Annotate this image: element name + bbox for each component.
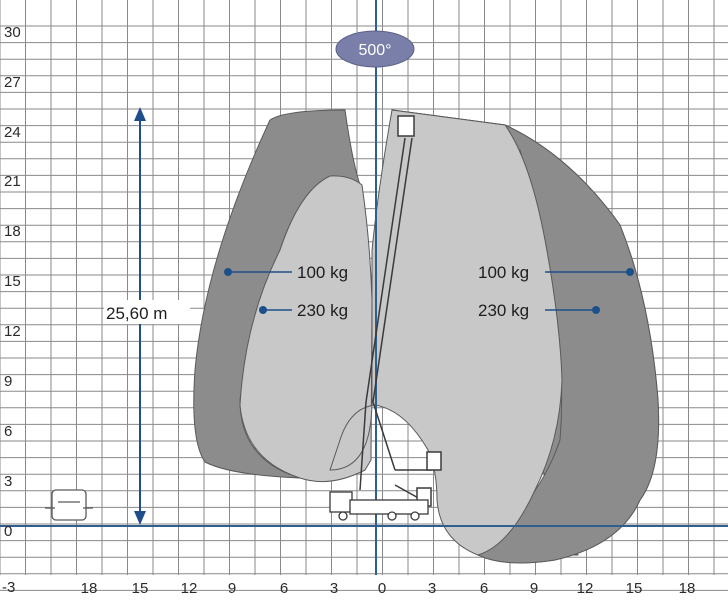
height-label-bg [104, 300, 190, 324]
x-tick-label: 15 [132, 580, 149, 597]
y-tick-label: 12 [4, 323, 21, 340]
y-tick-label: 3 [4, 473, 12, 490]
right-inner-load-label: 230 kg [478, 301, 529, 320]
y-tick-label: 27 [4, 74, 21, 91]
x-tick-label: 12 [577, 580, 594, 597]
x-tick-label: 18 [81, 580, 98, 597]
y-tick-label: 21 [4, 173, 21, 190]
x-tick-label: 0 [378, 580, 386, 597]
rotation-badge-label: 500° [358, 42, 391, 59]
y-tick-label: 18 [4, 223, 21, 240]
truck-icon [329, 491, 429, 521]
right-inner-envelope [329, 109, 563, 556]
y-tick-label: 9 [4, 373, 12, 390]
x-tick-label: 15 [626, 580, 643, 597]
load-markers [224, 268, 634, 314]
x-tick-label: 18 [679, 580, 696, 597]
x-tick-label: 9 [228, 580, 236, 597]
marker-dot [224, 268, 232, 276]
y-tick-label: 0 [4, 523, 12, 540]
y-tick-label: 15 [4, 273, 21, 290]
marker-dot [259, 306, 267, 314]
side-vehicle-icon [45, 489, 93, 521]
left-inner-envelope [239, 175, 373, 483]
marker-dot [592, 306, 600, 314]
left-outer-envelope [193, 109, 361, 479]
y-tick-label: 6 [4, 423, 12, 440]
y-tick-label: -3 [2, 579, 15, 596]
x-tick-label: 12 [181, 580, 198, 597]
x-tick-label: 3 [330, 580, 338, 597]
x-tick-label: 6 [280, 580, 288, 597]
x-tick-label: 3 [428, 580, 436, 597]
rotation-badge [335, 30, 415, 68]
height-label: 25,60 m [106, 304, 167, 323]
left-inner-load-label: 230 kg [297, 301, 348, 320]
x-tick-label: 6 [480, 580, 488, 597]
right-outer-load-label: 100 kg [478, 263, 529, 282]
marker-dot [626, 268, 634, 276]
y-tick-label: 30 [4, 24, 21, 41]
y-tick-label: 24 [4, 124, 21, 141]
left-outer-load-label: 100 kg [297, 263, 348, 282]
x-axis-ticks: 18 15 12 9 6 3 0 3 6 9 12 15 18 [81, 580, 696, 597]
x-tick-label: 9 [530, 580, 538, 597]
